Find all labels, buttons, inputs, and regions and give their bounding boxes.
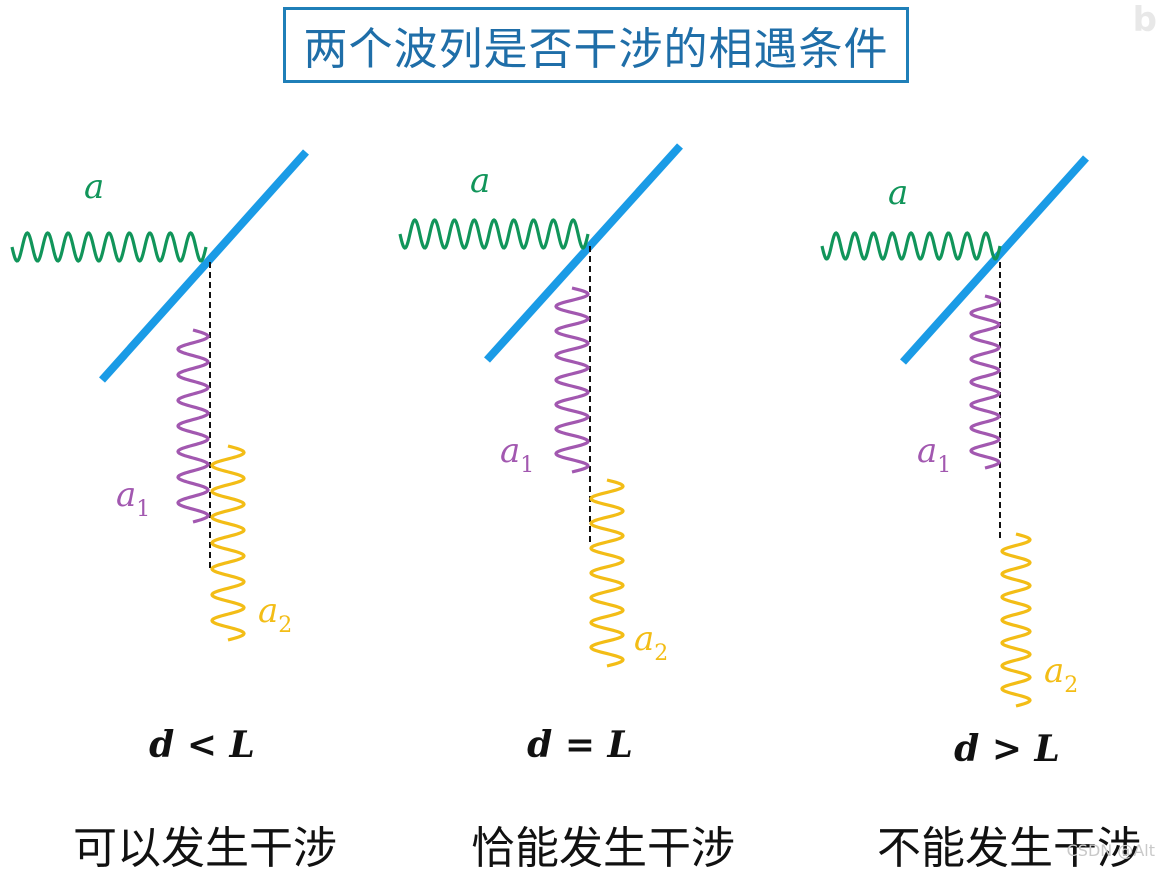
panel-1: a a1 a2 <box>10 149 309 642</box>
page-title: 两个波列是否干涉的相遇条件 <box>303 24 889 75</box>
panel-2-result: 恰能发生干涉 <box>471 823 735 874</box>
panel-2-label-a: a <box>470 161 490 201</box>
panel-1-label-a1: a1 <box>116 475 150 522</box>
panel-1-mirror <box>99 149 309 383</box>
panel-1-label-a2: a2 <box>258 591 292 638</box>
panel-2-mirror <box>484 143 683 363</box>
panel-2-label-a2: a2 <box>634 619 668 666</box>
panel-1-condition: d < L <box>149 724 255 766</box>
panel-2-label-a1: a1 <box>500 431 534 478</box>
panel-2-wave-a1 <box>554 286 590 474</box>
panel-3-result: 不能发生干涉 <box>877 823 1141 874</box>
panel-3-label-a: a <box>888 173 908 213</box>
panel-1-wave-a2 <box>210 444 246 642</box>
panel-3-label-a1: a1 <box>917 431 951 478</box>
watermark: CSDN @Alt <box>1066 841 1155 860</box>
panel-1-label-a: a <box>84 167 104 207</box>
panel-3-wave-a1 <box>969 294 1001 470</box>
panel-1-wave-a <box>10 231 208 263</box>
panel-2: a a1 a2 <box>398 143 683 668</box>
panel-2-wave-a2 <box>589 478 625 668</box>
panel-3-wave-a <box>820 231 1002 261</box>
panel-2-condition: d = L <box>527 724 633 766</box>
panel-3-label-a2: a2 <box>1044 651 1078 698</box>
title-box: 两个波列是否干涉的相遇条件 <box>283 7 909 83</box>
panel-1-wave-a1 <box>176 328 210 524</box>
panel-3-wave-a2 <box>1000 532 1032 708</box>
panel-3-condition: d > L <box>954 728 1060 770</box>
panel-2-wave-a <box>398 218 590 250</box>
panel-1-result: 可以发生干涉 <box>73 823 337 874</box>
panel-3: a a1 a2 <box>820 155 1089 708</box>
corner-logo-mark: b <box>1132 0 1157 40</box>
